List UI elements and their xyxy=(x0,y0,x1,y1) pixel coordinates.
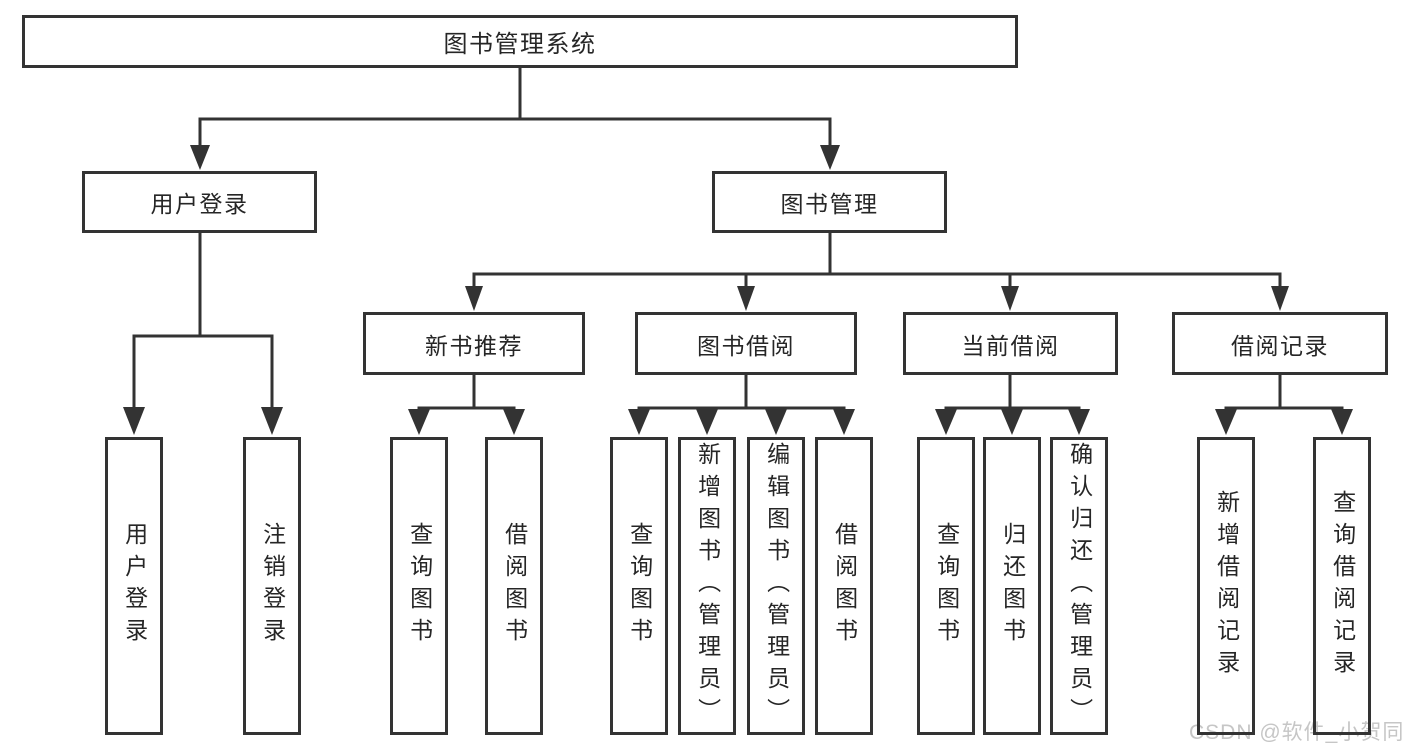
node-label: 图书借阅 xyxy=(697,332,795,359)
arrowhead xyxy=(1215,409,1237,435)
connector-new-books-children xyxy=(408,373,525,435)
node-label: 查询借阅记录 xyxy=(1329,490,1356,682)
arrowhead xyxy=(765,409,787,435)
node-book-management: 图书管理 xyxy=(712,171,947,233)
arrowhead xyxy=(696,409,718,435)
node-new-book-recommendation: 新书推荐 xyxy=(363,312,585,375)
arrowhead xyxy=(261,407,283,435)
arrowhead xyxy=(628,409,650,435)
leaf-logout: 注销登录 xyxy=(243,437,301,735)
arrowhead xyxy=(1001,409,1023,435)
arrowhead xyxy=(465,286,483,311)
leaf-query-books-current: 查询图书 xyxy=(917,437,975,735)
node-library-management-system: 图书管理系统 xyxy=(22,15,1018,68)
node-label: 编辑图书（管理员） xyxy=(763,442,790,730)
arrowhead xyxy=(1271,286,1289,311)
leaf-confirm-return-admin: 确认归还（管理员） xyxy=(1050,437,1108,735)
node-label: 注销登录 xyxy=(259,522,286,650)
connector-book-borrow-children xyxy=(628,373,855,435)
arrowhead xyxy=(123,407,145,435)
connector-current-borrow-children xyxy=(935,373,1090,435)
arrowhead xyxy=(833,409,855,435)
leaf-borrow-books: 借阅图书 xyxy=(815,437,873,735)
node-label: 查询图书 xyxy=(933,522,960,650)
node-label: 归还图书 xyxy=(999,522,1026,650)
leaf-add-book-admin: 新增图书（管理员） xyxy=(678,437,736,735)
connector-borrow-records-children xyxy=(1215,373,1353,435)
arrowhead xyxy=(503,409,525,435)
arrowhead xyxy=(1331,409,1353,435)
connector-root-to-level2 xyxy=(190,66,840,170)
node-label: 新增借阅记录 xyxy=(1213,490,1240,682)
connector-user-login-children xyxy=(123,231,283,435)
node-user-login: 用户登录 xyxy=(82,171,317,233)
node-label: 新书推荐 xyxy=(425,332,523,359)
connector-book-mgmt-to-level3 xyxy=(465,231,1289,311)
arrowhead xyxy=(935,409,957,435)
node-borrowing-records: 借阅记录 xyxy=(1172,312,1388,375)
arrowhead xyxy=(408,409,430,435)
arrowhead xyxy=(1001,286,1019,311)
arrowhead xyxy=(737,286,755,311)
leaf-borrow-books-recommend: 借阅图书 xyxy=(485,437,543,735)
node-book-borrowing: 图书借阅 xyxy=(635,312,857,375)
arrowhead xyxy=(820,145,840,170)
arrowhead xyxy=(1068,409,1090,435)
node-label: 借阅记录 xyxy=(1231,332,1329,359)
leaf-query-books-recommend: 查询图书 xyxy=(390,437,448,735)
leaf-return-book: 归还图书 xyxy=(983,437,1041,735)
leaf-query-books-borrowing: 查询图书 xyxy=(610,437,668,735)
node-label: 用户登录 xyxy=(150,191,249,217)
node-label: 借阅图书 xyxy=(501,522,528,650)
node-label: 用户登录 xyxy=(121,522,148,650)
node-label: 确认归还（管理员） xyxy=(1066,442,1093,730)
node-current-borrowing: 当前借阅 xyxy=(903,312,1118,375)
watermark: CSDN @软件_小贺同学 xyxy=(1189,721,1405,744)
leaf-edit-book-admin: 编辑图书（管理员） xyxy=(747,437,805,735)
leaf-query-borrow-record: 查询借阅记录 xyxy=(1313,437,1371,735)
node-label: 借阅图书 xyxy=(831,522,858,650)
arrowhead xyxy=(190,145,210,170)
node-label: 图书管理 xyxy=(780,191,879,217)
node-label: 查询图书 xyxy=(626,522,653,650)
leaf-user-login: 用户登录 xyxy=(105,437,163,735)
node-label: 新增图书（管理员） xyxy=(694,442,721,730)
node-label: 图书管理系统 xyxy=(443,31,597,58)
leaf-add-borrow-record: 新增借阅记录 xyxy=(1197,437,1255,735)
node-label: 查询图书 xyxy=(406,522,433,650)
node-label: 当前借阅 xyxy=(961,332,1060,359)
